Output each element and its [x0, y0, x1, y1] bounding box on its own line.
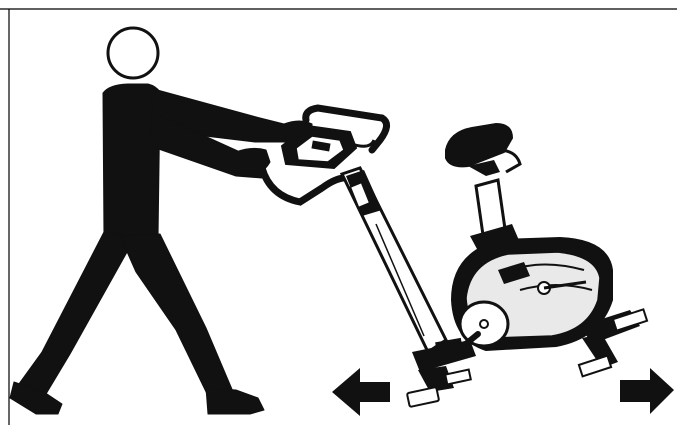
exercise-bike-icon [262, 108, 647, 407]
bike-handlebar-lower [262, 168, 350, 202]
person-head [108, 28, 158, 78]
person-leg-front [120, 234, 234, 400]
bike-seat [446, 124, 512, 166]
person-pushing-icon [10, 28, 312, 414]
bike-base-front [407, 340, 476, 407]
frame-border [0, 9, 677, 425]
person-foot-front [206, 388, 264, 414]
person-leg-back [16, 232, 136, 398]
arrow-right-icon [620, 368, 674, 414]
person-torso [103, 84, 160, 238]
arrow-left-icon [332, 368, 390, 416]
